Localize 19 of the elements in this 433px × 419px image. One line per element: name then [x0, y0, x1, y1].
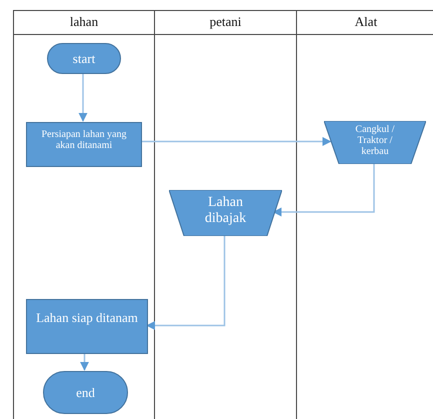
terminal-shape	[43, 371, 128, 414]
node-label: Cangkul / Traktor / kerbau	[354, 124, 396, 157]
process-box	[26, 299, 148, 354]
arrow	[141, 137, 332, 146]
arrow	[272, 163, 375, 216]
arrow	[78, 73, 88, 122]
node-label: Lahan siap ditanam	[36, 310, 138, 326]
lane-header: petani	[155, 11, 296, 35]
terminal-shape	[47, 43, 121, 74]
arrow	[80, 353, 89, 371]
lane-header: lahan	[14, 11, 154, 35]
swimlane	[13, 10, 155, 419]
arrow	[146, 235, 226, 330]
node-label: start	[72, 50, 96, 66]
node-label: Persiapan lahan yang akan ditanami	[40, 128, 128, 150]
node-label: end	[76, 384, 95, 400]
lane-header: Alat	[297, 11, 433, 35]
node-label: Lahan dibajak	[204, 195, 248, 227]
process-box	[26, 122, 142, 167]
